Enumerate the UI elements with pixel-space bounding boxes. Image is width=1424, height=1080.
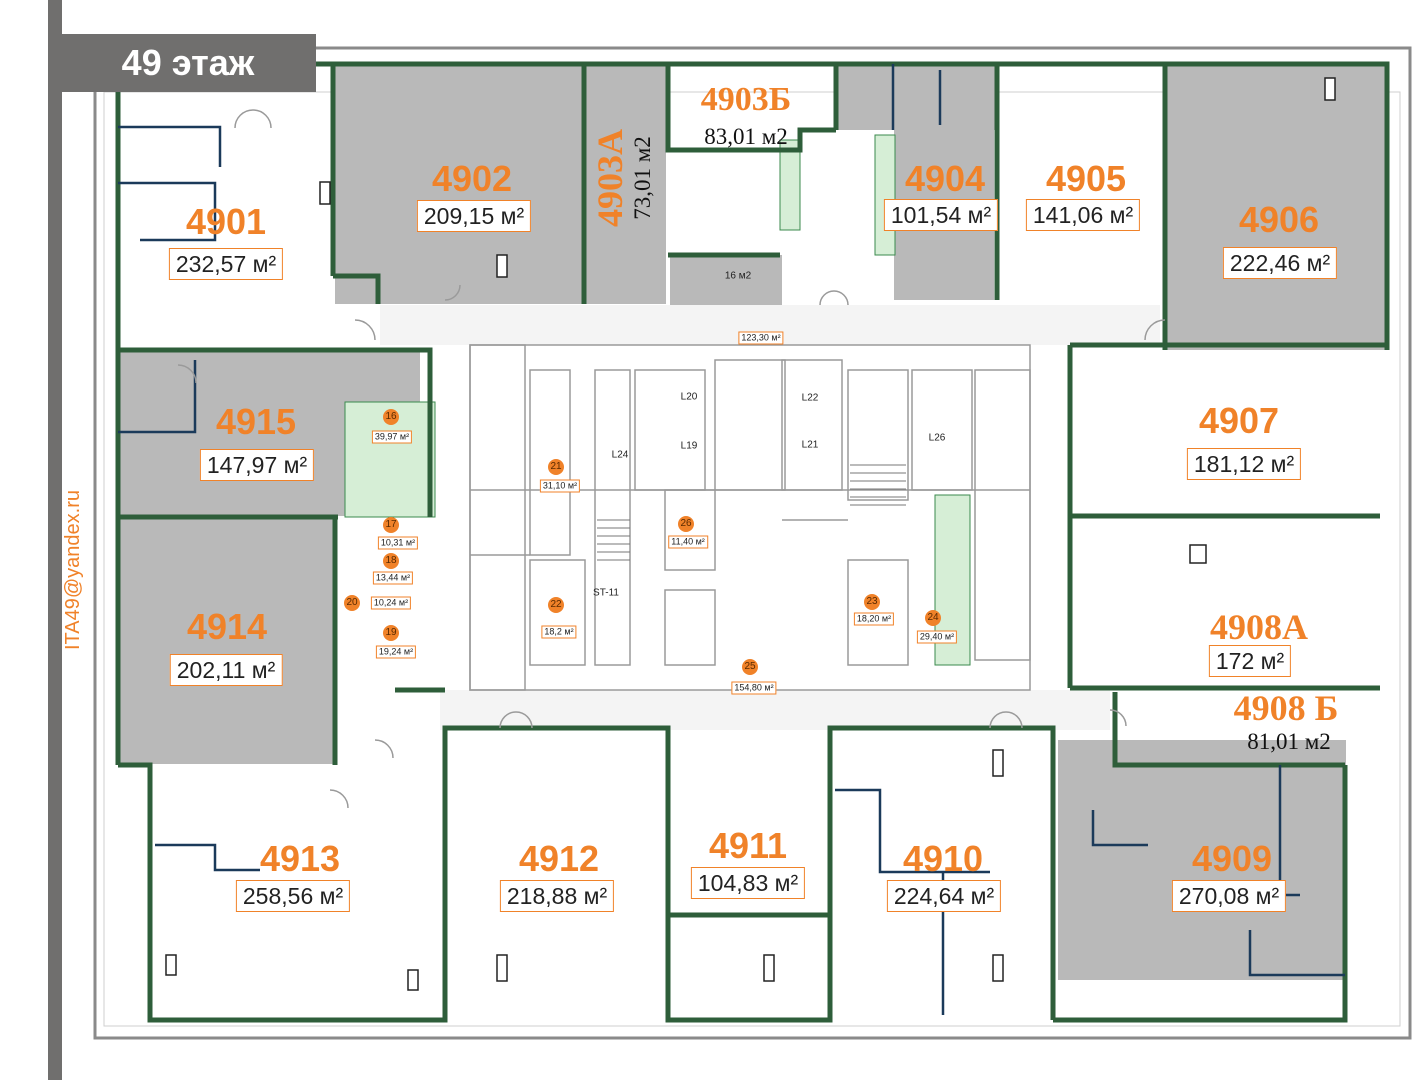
core-room-20-marker: 20: [344, 595, 360, 611]
unit-4913-area: 258,56 м²: [235, 880, 351, 912]
unit-4903b-number: 4903Б: [700, 81, 792, 118]
floor-label: 49 этаж: [60, 34, 316, 92]
unit-4904-number: 4904: [904, 158, 986, 199]
unit-4908a-area: 172 м²: [1208, 645, 1292, 677]
core-room-25-marker: 25: [742, 659, 758, 675]
stairs: [597, 464, 906, 561]
tenant-walls: [115, 61, 1390, 1023]
unit-4909-area: 270,08 м²: [1171, 880, 1287, 912]
corridor-area-label: 123,30 м²: [738, 331, 784, 345]
unit-4908b-number: 4908 Б: [1233, 688, 1339, 728]
core-room-20-area: 10,24 м²: [370, 596, 412, 610]
unit-4902-area: 209,15 м²: [416, 200, 532, 232]
core-room-18-marker: 18: [383, 553, 399, 569]
unit-4903a-area: 73,01 м2: [630, 136, 655, 220]
core-room-26-marker: 26: [678, 516, 694, 532]
core-room-22-marker: 22: [548, 597, 564, 613]
unit-4915-number: 4915: [215, 401, 297, 442]
unit-4915-area: 147,97 м²: [199, 449, 315, 481]
unit-4901-area: 232,57 м²: [168, 248, 284, 280]
lift-l19-label: L19: [680, 440, 698, 452]
unit-4911-area: 104,83 м²: [690, 867, 806, 899]
columns: [165, 77, 1336, 991]
unit-4912-area: 218,88 м²: [499, 880, 615, 912]
core-room-19-marker: 19: [383, 625, 399, 641]
unit-4907-number: 4907: [1198, 400, 1280, 441]
central-core: [469, 344, 1031, 691]
core-room-18-area: 13,44 м²: [372, 571, 414, 585]
core-room-17-marker: 17: [383, 517, 399, 533]
unit-4911-number: 4911: [708, 825, 788, 866]
core-room-21-marker: 21: [548, 459, 564, 475]
unit-4914-area: 202,11 м²: [169, 654, 283, 686]
lift-l24-label: L24: [611, 449, 629, 461]
unit-4905-area: 141,06 м²: [1025, 199, 1141, 231]
lift-l22-label: L22: [801, 392, 819, 404]
unit-4902-number: 4902: [431, 158, 513, 199]
stair-st11-label: ST-11: [593, 587, 619, 599]
unit-4909-number: 4909: [1191, 838, 1273, 879]
core-room-22-area: 18,2 м²: [541, 625, 577, 639]
core-room-16-marker: 16: [383, 409, 399, 425]
unit-4906-number: 4906: [1238, 199, 1320, 240]
core-room-17-area: 10,31 м²: [377, 536, 419, 550]
unit-4904-area: 101,54 м²: [883, 199, 999, 231]
unit-4903b-area: 83,01 м2: [704, 124, 788, 149]
unit-4903a-number: 4903А: [590, 129, 630, 227]
core-room-25-area: 154,80 м²: [731, 681, 777, 695]
unit-4912-number: 4912: [518, 838, 600, 879]
doors: [177, 109, 1166, 809]
room-16m2-label: 16 м2: [724, 270, 752, 282]
unit-4910-area: 224,64 м²: [886, 880, 1002, 912]
unit-4908a-number: 4908А: [1210, 607, 1308, 647]
core-room-24-marker: 24: [925, 610, 941, 626]
unit-4910-number: 4910: [902, 838, 984, 879]
unit-4908b-area: 81,01 м2: [1247, 729, 1331, 754]
unit-4901-number: 4901: [185, 201, 267, 242]
core-room-21-area: 31,10 м²: [539, 479, 581, 493]
unit-4914-number: 4914: [186, 606, 268, 647]
core-room-26-area: 11,40 м²: [668, 535, 708, 549]
lift-l20-label: L20: [680, 391, 698, 403]
core-room-23-area: 18,20 м²: [853, 612, 895, 626]
unit-4905-number: 4905: [1045, 158, 1127, 199]
contact-email[interactable]: ITA49@yandex.ru: [62, 489, 84, 650]
core-room-19-area: 19,24 м²: [375, 645, 417, 659]
unit-4913-number: 4913: [259, 838, 341, 879]
left-border-bar: [48, 0, 62, 1080]
unit-4906-area: 222,46 м²: [1222, 247, 1338, 279]
core-room-24-area: 29,40 м²: [916, 630, 958, 644]
lift-l26-label: L26: [928, 432, 946, 444]
unit-4907-area: 181,12 м²: [1186, 448, 1302, 480]
core-room-23-marker: 23: [864, 594, 880, 610]
core-room-16-area: 39,97 м²: [371, 430, 413, 444]
lift-l21-label: L21: [801, 439, 819, 451]
